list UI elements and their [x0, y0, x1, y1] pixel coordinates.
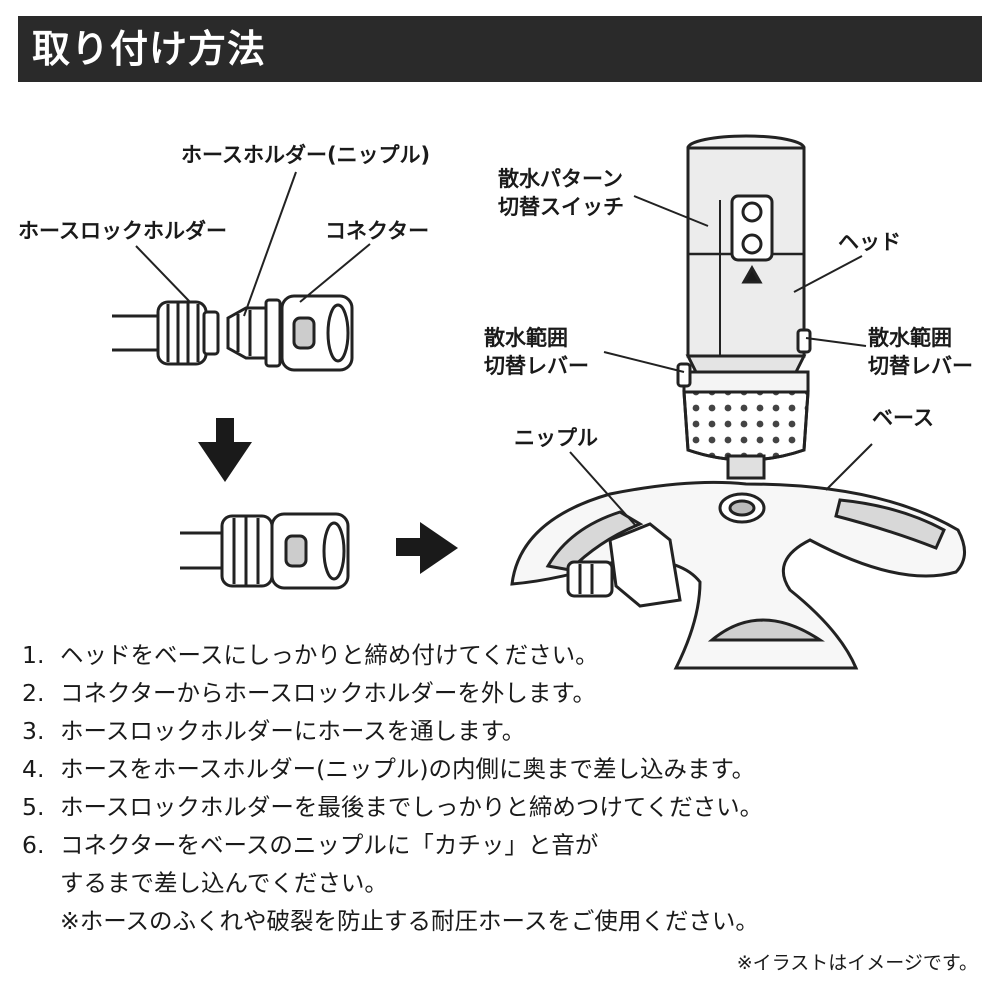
- step-text: ホースロックホルダーにホースを通します。: [60, 717, 526, 745]
- label-head: ヘッド: [838, 230, 901, 254]
- label-spray-pattern-switch-2: 切替スイッチ: [498, 195, 624, 219]
- page-title: 取り付け方法: [32, 27, 267, 71]
- step-4: 4. ホースをホースホルダー(ニップル)の内側に奥まで差し込みます。: [22, 750, 902, 788]
- leader-lines-right: [569, 195, 873, 527]
- instruction-steps: 1. ヘッドをベースにしっかりと締め付けてください。 2. コネクターからホース…: [22, 636, 902, 940]
- step-text: ホースをホースホルダー(ニップル)の内側に奥まで差し込みます。: [60, 755, 756, 783]
- step-6-continuation: するまで差し込んでください。: [60, 869, 388, 897]
- base-nipple: [566, 522, 682, 608]
- step-6-note: ※ホースのふくれや破裂を防止する耐圧ホースをご使用ください。: [60, 907, 759, 935]
- hose-assembled: [180, 531, 226, 570]
- step-1: 1. ヘッドをベースにしっかりと締め付けてください。: [22, 636, 902, 674]
- header-bar: 取り付け方法: [18, 16, 982, 82]
- label-nipple: ニップル: [514, 426, 598, 450]
- step-number: 3.: [22, 717, 45, 745]
- illustration-footnote: ※イラストはイメージです。: [736, 952, 978, 974]
- step-number: 2.: [22, 679, 45, 707]
- step-text: コネクターからホースロックホルダーを外します。: [60, 679, 597, 707]
- label-spray-range-lever-left-1: 散水範囲: [484, 326, 568, 350]
- label-spray-range-lever-left-2: 切替レバー: [484, 354, 589, 378]
- label-hose-lock-holder: ホースロックホルダー: [18, 219, 227, 243]
- step-2: 2. コネクターからホースロックホルダーを外します。: [22, 674, 902, 712]
- step-number: 6.: [22, 831, 45, 859]
- step-6: 6. コネクターをベースのニップルに「カチッ」と音が: [22, 826, 902, 864]
- step-text: コネクターをベースのニップルに「カチッ」と音が: [60, 831, 599, 859]
- label-base: ベース: [872, 406, 934, 430]
- label-spray-range-lever-right-1: 散水範囲: [868, 326, 952, 350]
- step-text: ホースロックホルダーを最後までしっかりと締めつけてください。: [60, 793, 764, 821]
- assembled-parts: [220, 512, 350, 590]
- step-5: 5. ホースロックホルダーを最後までしっかりと締めつけてください。: [22, 788, 902, 826]
- step-number: 1.: [22, 641, 45, 669]
- step-3: 3. ホースロックホルダーにホースを通します。: [22, 712, 902, 750]
- leader-lines-left: [135, 171, 371, 317]
- label-spray-pattern-switch-1: 散水パターン: [498, 167, 623, 191]
- step-number: 4.: [22, 755, 45, 783]
- label-connector: コネクター: [325, 219, 430, 243]
- label-spray-range-lever-right-2: 切替レバー: [868, 354, 973, 378]
- sprinkler-base: [510, 480, 966, 670]
- sprinkler-head: [676, 134, 812, 480]
- step-text: ヘッドをベースにしっかりと締め付けてください。: [60, 641, 599, 669]
- label-hose-holder-nipple: ホースホルダー(ニップル): [181, 143, 431, 167]
- hose-lock-holder-part: [156, 300, 220, 366]
- step-number: 5.: [22, 793, 45, 821]
- arrow-right-icon: [396, 522, 458, 574]
- connector-part: [280, 294, 354, 372]
- arrow-down-icon: [198, 418, 252, 482]
- hose-holder-nipple-part: [226, 298, 282, 368]
